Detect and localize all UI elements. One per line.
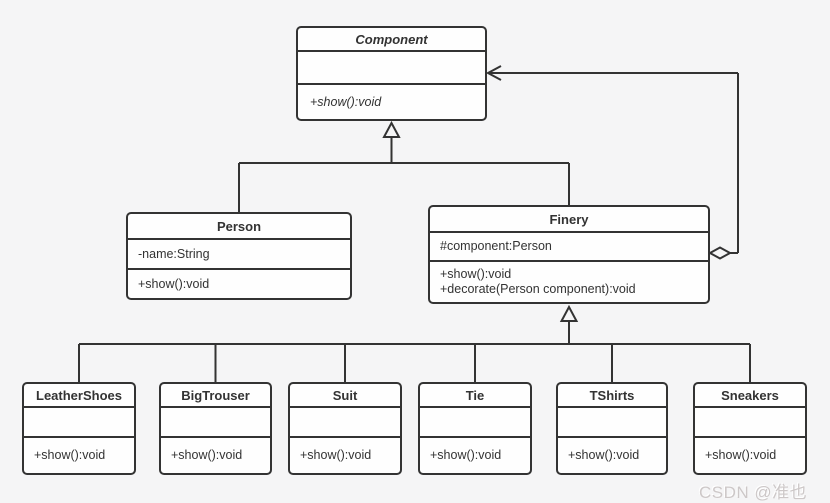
method: +show():void: [171, 448, 243, 462]
class-title: Suit: [332, 387, 358, 403]
class-leathershoes: LeatherShoes +show():void: [22, 382, 136, 475]
attributes-section: [420, 406, 530, 436]
class-bigtrouser: BigTrouser +show():void: [159, 382, 272, 475]
method: +decorate(Person component):void: [440, 282, 636, 296]
methods-section: +show():void: [24, 436, 134, 473]
attributes-section: [161, 406, 270, 436]
class-title: TShirts: [589, 387, 635, 403]
method: +show():void: [300, 448, 372, 462]
arrowhead-icon: [485, 65, 502, 81]
class-title: LeatherShoes: [36, 387, 122, 403]
method: +show():void: [34, 448, 106, 462]
method: +show():void: [138, 276, 210, 291]
methods-section: +show():void +decorate(Person component)…: [430, 260, 708, 302]
class-sneakers: Sneakers +show():void: [693, 382, 807, 475]
method: +show():void: [705, 448, 777, 462]
csdn-watermark: CSDN @准也: [699, 483, 808, 502]
generalization-to-component: [238, 120, 570, 212]
class-title: Finery: [549, 211, 589, 227]
class-finery: Finery #component:Person +show():void +d…: [428, 205, 710, 304]
inheritance-triangle-icon: [382, 120, 401, 138]
method: +show():void: [440, 267, 512, 281]
class-title: BigTrouser: [181, 387, 250, 403]
class-component: Component +show():void: [296, 26, 487, 121]
class-title: Sneakers: [721, 387, 779, 403]
attributes-section: [558, 406, 666, 436]
methods-section: +show():void: [128, 268, 350, 298]
attributes-section: [695, 406, 805, 436]
attributes-section: [24, 406, 134, 436]
class-tshirts: TShirts +show():void: [556, 382, 668, 475]
aggregation-diamond-icon: [707, 246, 733, 260]
class-suit: Suit +show():void: [288, 382, 402, 475]
inheritance-triangle-icon: [559, 304, 579, 322]
attributes-section: -name:String: [128, 238, 350, 268]
methods-section: +show():void: [558, 436, 666, 473]
attributes-section: [290, 406, 400, 436]
class-person: Person -name:String +show():void: [126, 212, 352, 300]
attributes-section: #component:Person: [430, 231, 708, 260]
class-title: Tie: [465, 387, 485, 403]
aggregation-finery-component: [485, 65, 739, 260]
class-tie: Tie +show():void: [418, 382, 532, 475]
class-title: Component: [355, 31, 428, 47]
method: +show():void: [310, 94, 382, 109]
class-title: Person: [216, 218, 262, 234]
attribute: -name:String: [138, 246, 210, 261]
method: +show():void: [568, 448, 640, 462]
methods-section: +show():void: [290, 436, 400, 473]
methods-section: +show():void: [298, 83, 485, 119]
attribute: #component:Person: [440, 239, 552, 253]
method: +show():void: [430, 448, 502, 462]
attributes-section: [298, 50, 485, 83]
methods-section: +show():void: [695, 436, 805, 473]
methods-section: +show():void: [420, 436, 530, 473]
generalization-to-finery: [78, 304, 751, 382]
methods-section: +show():void: [161, 436, 270, 473]
